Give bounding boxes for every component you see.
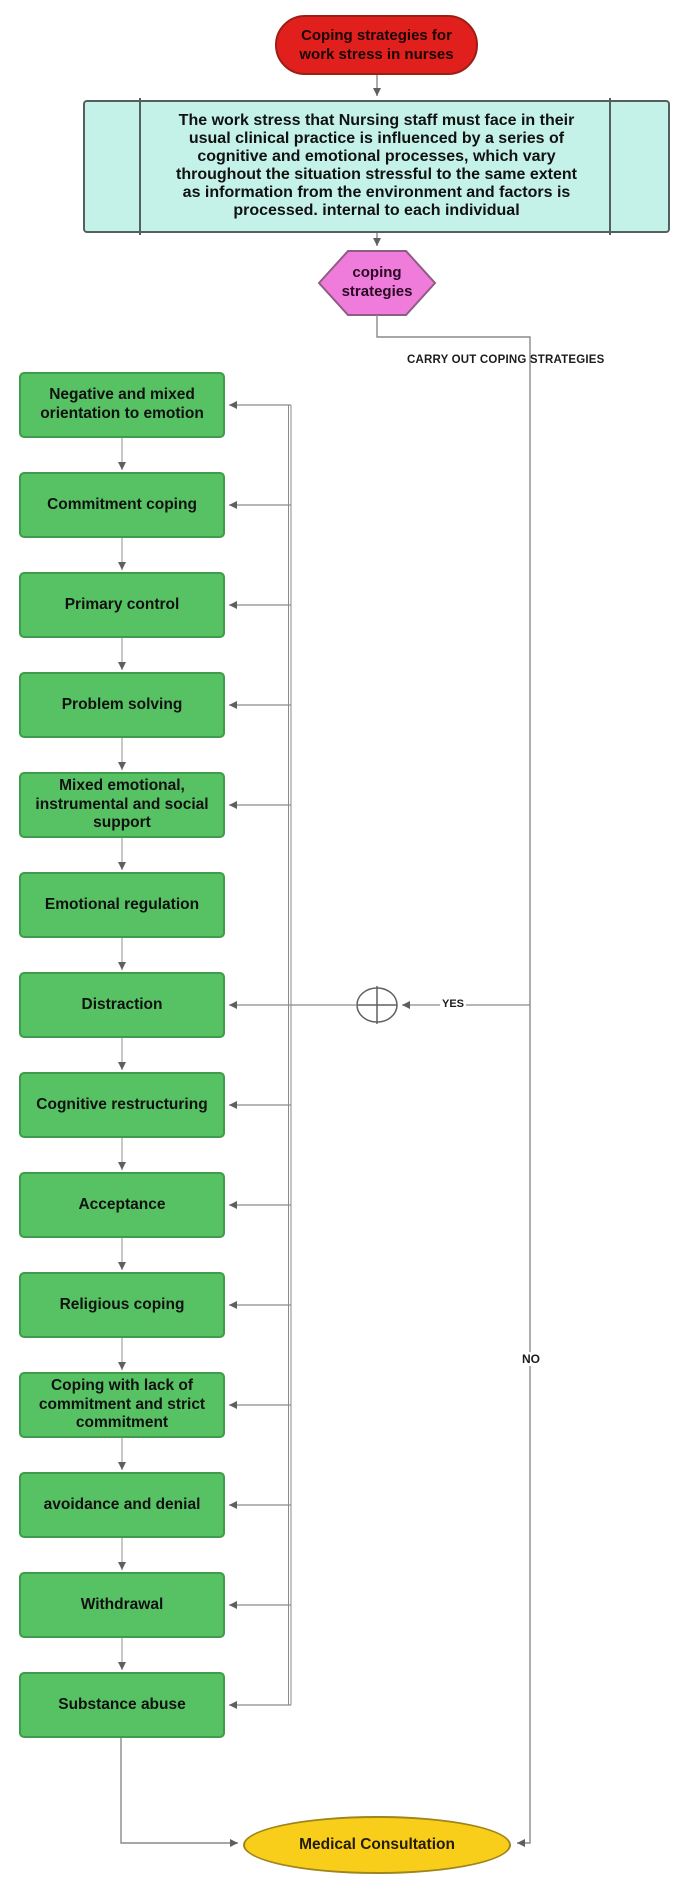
- end-node-medical-consultation: Medical Consultation: [243, 1816, 511, 1874]
- strategy-node-emotional-regulation: Emotional regulation: [19, 872, 225, 938]
- circle-plus-connector-icon: [356, 986, 398, 1024]
- strategy-node-religious-coping: Religious coping: [19, 1272, 225, 1338]
- decision-hexagon-shape: [317, 250, 437, 316]
- strategy-node-substance-abuse: Substance abuse: [19, 1672, 225, 1738]
- start-node: Coping strategies for work stress in nur…: [275, 15, 478, 75]
- strategy-node-acceptance: Acceptance: [19, 1172, 225, 1238]
- yes-label: YES: [440, 998, 467, 1010]
- feedback-vertical-line: [288, 405, 292, 1705]
- substance-to-end-path: [120, 1738, 238, 1847]
- main-no-path: [376, 315, 531, 1847]
- strategy-node-distraction: Distraction: [19, 972, 225, 1038]
- strategy-node-withdrawal: Withdrawal: [19, 1572, 225, 1638]
- strategy-node-mixed-support: Mixed emotional, instrumental and social…: [19, 772, 225, 838]
- branch-label: CARRY OUT COPING STRATEGIES: [407, 354, 605, 366]
- strategy-node-cognitive-restructuring: Cognitive restructuring: [19, 1072, 225, 1138]
- decision-node-label: coping strategies: [341, 264, 413, 300]
- no-label: NO: [521, 1352, 541, 1366]
- strategy-node-lack-of-commitment: Coping with lack of commitment and stric…: [19, 1372, 225, 1438]
- strategy-node-negative-mixed-orientation: Negative and mixed orientation to emotio…: [19, 372, 225, 438]
- strategy-node-commitment-coping: Commitment coping: [19, 472, 225, 538]
- process-description-node: The work stress that Nursing staff must …: [83, 100, 670, 233]
- strategy-node-primary-control: Primary control: [19, 572, 225, 638]
- feedback-arrows: [229, 401, 356, 1709]
- strategy-node-problem-solving: Problem solving: [19, 672, 225, 738]
- strategy-node-avoidance-denial: avoidance and denial: [19, 1472, 225, 1538]
